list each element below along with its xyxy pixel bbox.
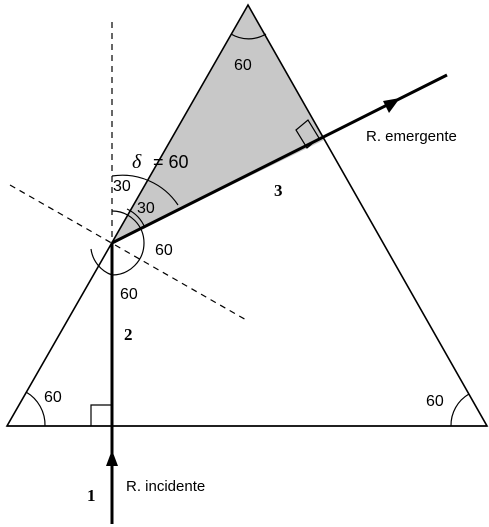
left-base-angle-label: 60 (44, 389, 62, 406)
apex-angle-arc (230, 33, 267, 40)
incident-ray-arrow (106, 450, 118, 466)
left-base-angle-arc (25, 391, 46, 427)
inner-30-arc (126, 208, 146, 229)
inner-30-label: 30 (137, 200, 155, 217)
below-60-label: 60 (120, 286, 138, 303)
right-base-angle-arc (450, 393, 470, 427)
right-60-label: 60 (155, 242, 173, 259)
upper-30-label: 30 (113, 178, 131, 195)
right-angle-marker-base (90, 404, 112, 426)
apex-angle-label: 60 (234, 57, 252, 74)
right-angle-marker-face (295, 119, 320, 149)
right-60-arc (111, 210, 145, 276)
ray-number-1: 1 (87, 486, 96, 505)
emergent-ray-arrow (383, 98, 400, 113)
delta-value: = 60 (153, 152, 189, 172)
right-base-angle-label: 60 (426, 393, 444, 410)
ray-number-2: 2 (124, 325, 133, 344)
face-normal-dashed-line (9, 184, 249, 322)
emergent-ray-label: R. emergente (366, 128, 457, 145)
shaded-region (112, 5, 324, 243)
ray-number-3: 3 (274, 181, 283, 200)
incident-ray-label: R. incidente (126, 478, 205, 495)
delta-symbol: δ (132, 151, 142, 173)
delta-angle-arc (111, 174, 179, 206)
lower-left-arc (90, 248, 113, 276)
